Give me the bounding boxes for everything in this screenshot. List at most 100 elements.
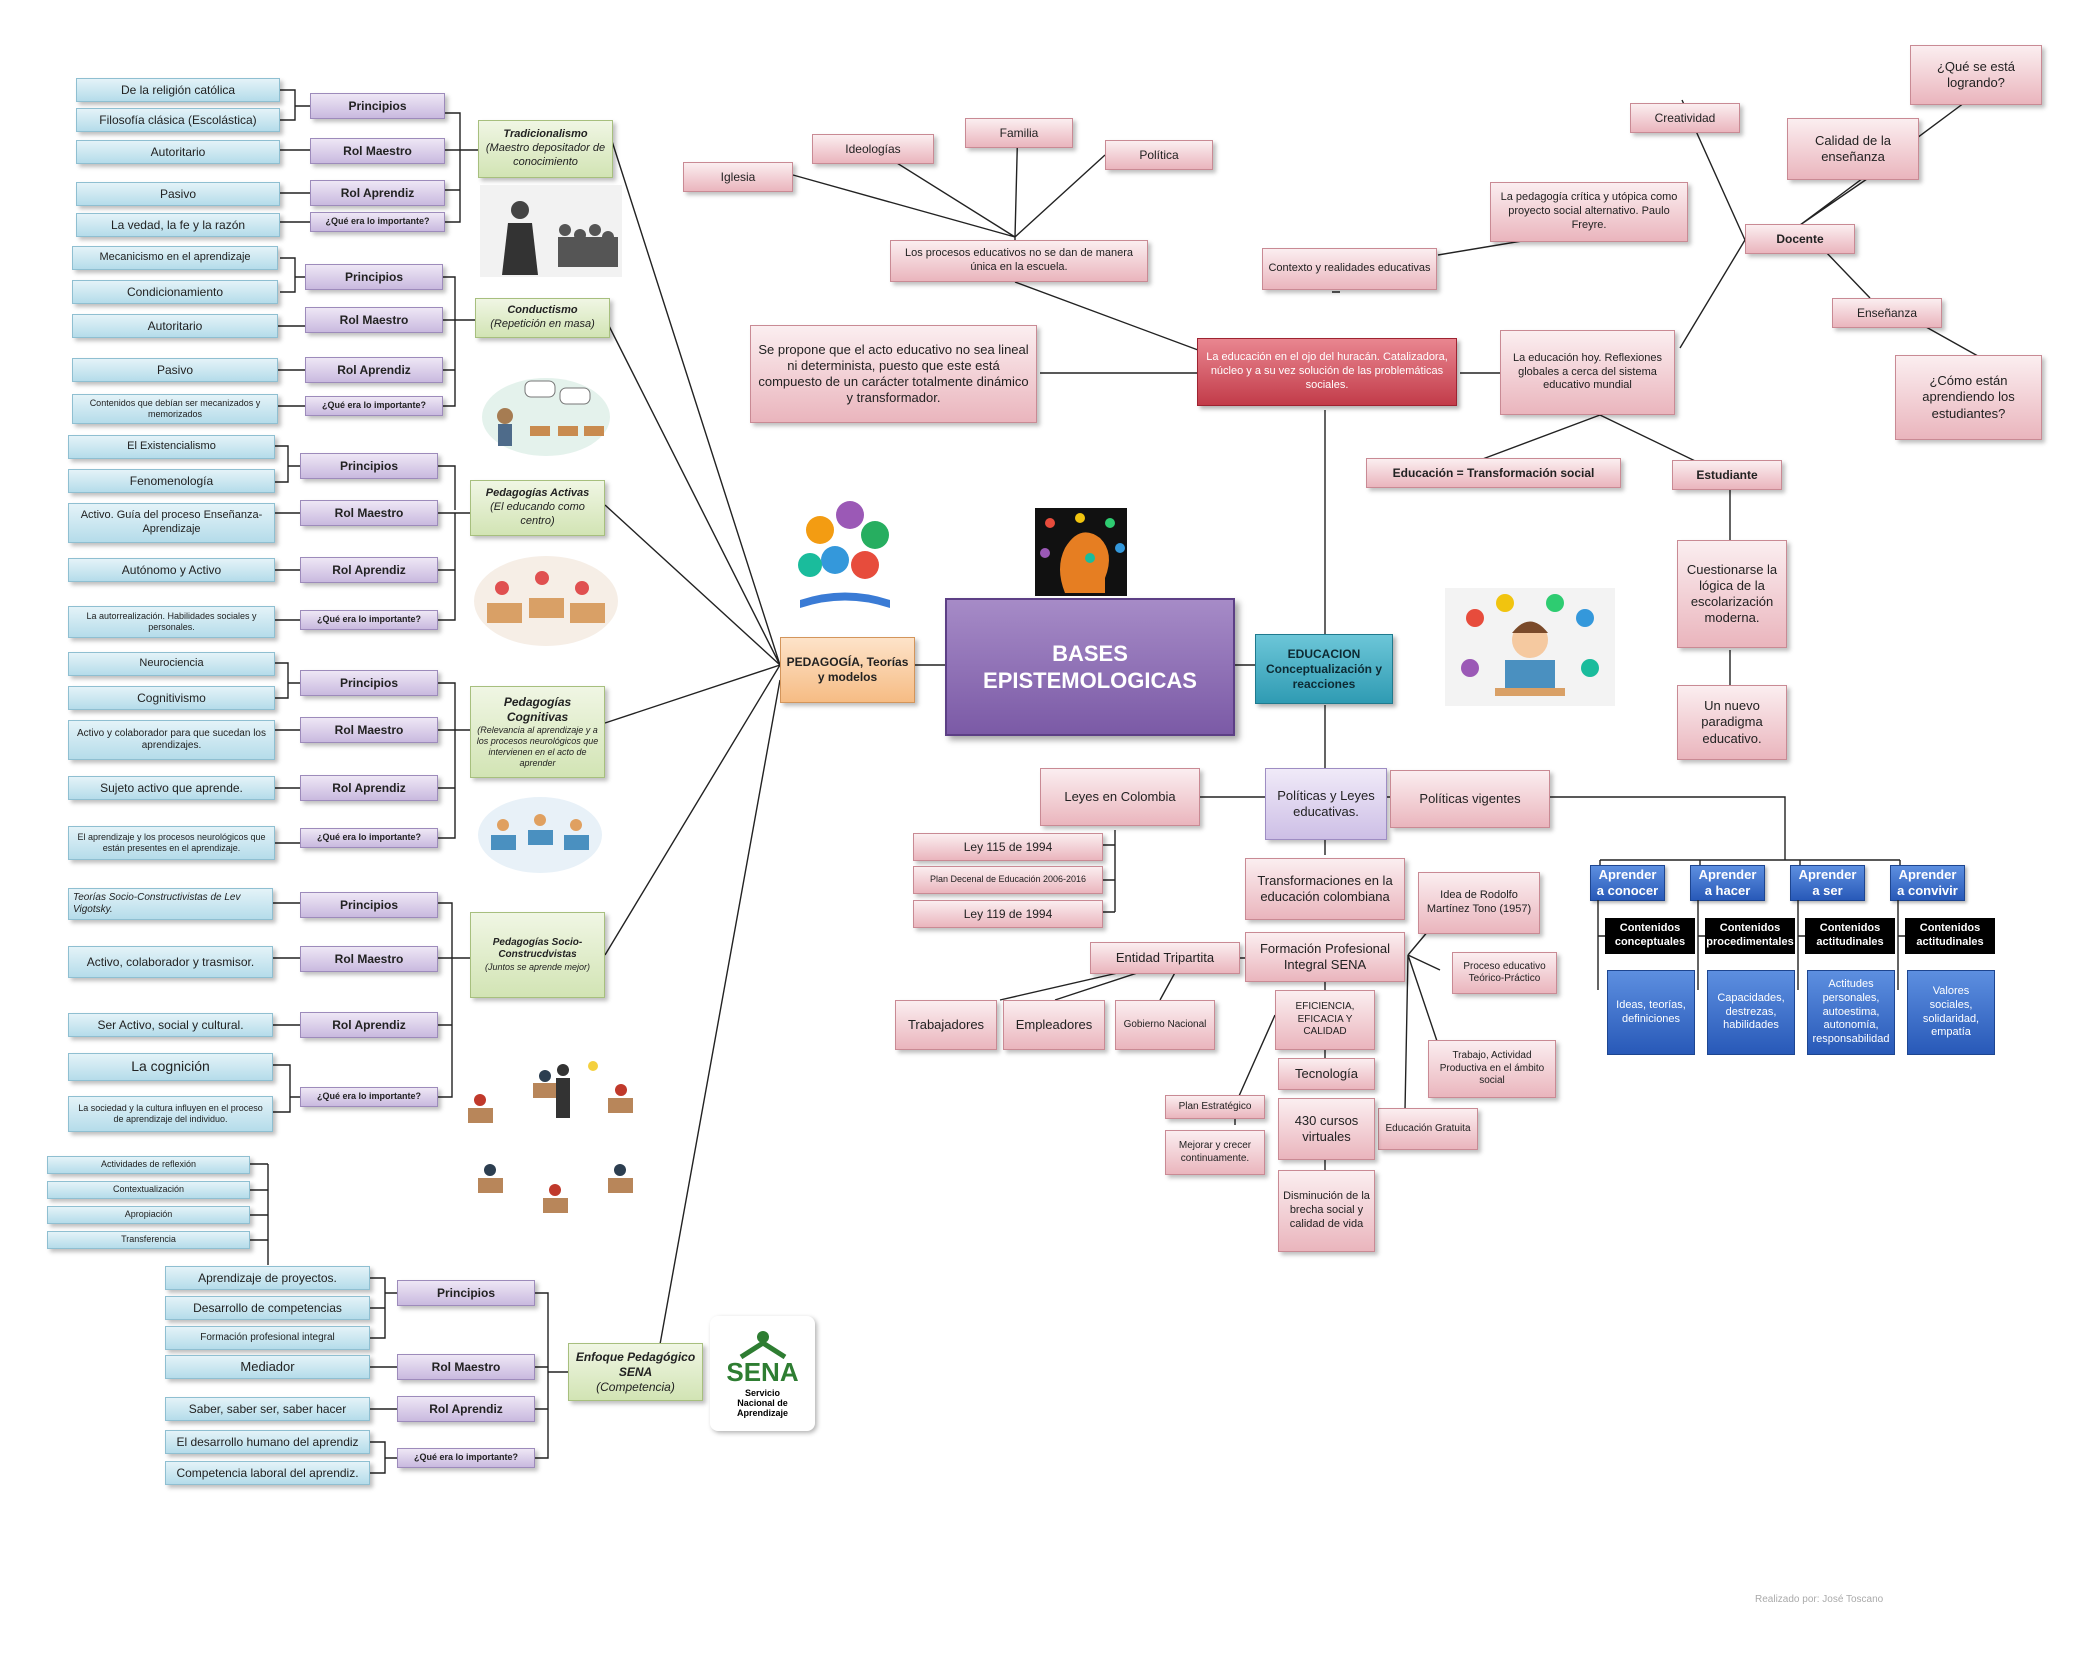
cognitive-classroom-illustration <box>478 797 602 873</box>
soc-principio-1: Teorías Socio-Constructivistas de Lev Vi… <box>68 888 273 920</box>
soc-maestro-value: Activo, colaborador y trasmisor. <box>68 946 273 978</box>
sena-logo-caption: Servicio Nacional de Aprendizaje <box>736 1388 788 1418</box>
sena-principios-label: Principios <box>397 1280 535 1306</box>
pilares-connectors <box>1597 900 1905 990</box>
cuestionarse-node: Cuestionarse la lógica de la escolarizac… <box>1677 540 1787 648</box>
sena-importante-1: El desarrollo humano del aprendiz <box>165 1430 370 1454</box>
politicas-vigentes-node: Políticas vigentes <box>1390 770 1550 828</box>
teacher-lecture-illustration <box>480 185 622 277</box>
transformacion-social-node: Educación = Transformación social <box>1366 458 1621 488</box>
cursos-virtuales-node: 430 cursos virtuales <box>1278 1098 1375 1160</box>
soc-principios-label: Principios <box>300 892 438 918</box>
pilar-4-desc: Valores sociales, solidaridad, empatía <box>1907 970 1995 1055</box>
plan-estrategico-node: Plan Estratégico <box>1165 1095 1265 1119</box>
pilar-1-title: Aprender a conocer <box>1590 865 1665 901</box>
author-credit: Realizado por: José Toscano <box>1755 1594 1884 1605</box>
familia-node: Familia <box>965 118 1073 148</box>
brecha-social-node: Disminución de la brecha social y calida… <box>1278 1170 1375 1252</box>
pilar-1-desc: Ideas, teorías, definiciones <box>1607 970 1695 1055</box>
trad-principio-2: Filosofía clásica (Escolástica) <box>76 108 280 132</box>
calidad-ensenanza-node: Calidad de la enseñanza <box>1787 118 1919 180</box>
cond-principio-1: Mecanicismo en el aprendizaje <box>72 246 278 270</box>
trad-importante-label: ¿Qué era lo importante? <box>310 212 445 232</box>
trad-principios-label: Principios <box>310 93 445 119</box>
teorico-practico-node: Proceso educativo Teórico-Práctico <box>1452 952 1557 994</box>
act-node: Pedagogías Activas (El educando como cen… <box>470 480 605 536</box>
pilar-1-type: Contenidos conceptuales <box>1605 918 1695 954</box>
leyes-colombia-node: Leyes en Colombia <box>1040 768 1200 826</box>
sena-title: Enfoque Pedagógico SENA <box>575 1349 696 1379</box>
soc-sub: (Juntos se aprende mejor) <box>484 961 591 972</box>
cond-title: Conductismo <box>507 304 578 317</box>
cog-maestro-value: Activo y colaborador para que sucedan lo… <box>68 720 275 760</box>
brain-head-illustration <box>1035 508 1127 596</box>
soc-importante-1: La cognición <box>68 1053 273 1081</box>
procesos-node: Los procesos educativos no se dan de man… <box>890 240 1148 282</box>
ideologias-node: Ideologías <box>812 134 934 164</box>
cog-importante-label: ¿Qué era lo importante? <box>300 828 438 848</box>
pilar-3-type: Contenidos actitudinales <box>1805 918 1895 954</box>
classroom-illustration <box>482 378 610 456</box>
sena-reflexion-1: Actividades de reflexión <box>47 1156 250 1174</box>
ley-119-node: Ley 119 de 1994 <box>913 900 1103 928</box>
pilar-2-title: Aprender a hacer <box>1690 865 1765 901</box>
sena-reflexion-2: Contextualización <box>47 1181 250 1199</box>
cog-title: Pedagogías Cognitivas <box>503 694 572 724</box>
sena-reflexion-4: Transferencia <box>47 1231 250 1249</box>
cog-node: Pedagogías Cognitivas (Relevancia al apr… <box>470 686 605 778</box>
estudiante-node: Estudiante <box>1672 460 1782 490</box>
cog-importante-value: El aprendizaje y los procesos neurológic… <box>68 826 275 860</box>
act-maestro-value: Activo. Guía del proceso Enseñanza-Apren… <box>68 503 275 543</box>
gobierno-nacional-node: Gobierno Nacional <box>1115 1000 1215 1050</box>
trabajadores-node: Trabajadores <box>895 1000 997 1050</box>
trad-aprendiz-value: Pasivo <box>76 182 280 206</box>
sena-principio-3: Formación profesional integral <box>165 1326 370 1350</box>
soc-aprendiz-value: Ser Activo, social y cultural. <box>68 1013 273 1037</box>
plan-decenal-node: Plan Decenal de Educación 2006-2016 <box>913 866 1103 894</box>
cond-rol-maestro: Rol Maestro <box>305 307 443 333</box>
trad-title: Tradicionalismo <box>503 128 588 141</box>
sena-rol-aprendiz: Rol Aprendiz <box>397 1396 535 1422</box>
sena-aprendiz-value: Saber, saber ser, saber hacer <box>165 1397 370 1421</box>
act-rol-aprendiz: Rol Aprendiz <box>300 557 438 583</box>
cond-maestro-value: Autoritario <box>72 314 278 338</box>
entidad-tripartita-node: Entidad Tripartita <box>1090 942 1240 974</box>
cog-principio-1: Neurociencia <box>68 652 275 676</box>
sena-sub: (Competencia) <box>596 1379 675 1394</box>
act-aprendiz-value: Autónomo y Activo <box>68 558 275 582</box>
eficiencia-node: EFICIENCIA, EFICACIA Y CALIDAD <box>1275 990 1375 1050</box>
cond-aprendiz-value: Pasivo <box>72 358 278 382</box>
pilar-3-desc: Actitudes personales, autoestima, autono… <box>1807 970 1895 1055</box>
cog-sub: (Relevancia al aprendizaje y a los proce… <box>476 724 599 769</box>
sena-logo: SENA Servicio Nacional de Aprendizaje <box>710 1316 815 1431</box>
sena-maestro-value: Mediador <box>165 1355 370 1379</box>
educacion-node: EDUCACION Conceptualización y reacciones <box>1255 634 1393 704</box>
pilar-4-type: Contenidos actitudinales <box>1905 918 1995 954</box>
cond-sub: (Repetición en masa) <box>490 318 595 330</box>
huracan-node: La educación en el ojo del huracán. Cata… <box>1197 338 1457 406</box>
cog-principio-2: Cognitivismo <box>68 686 275 710</box>
student-icons-illustration <box>1445 588 1615 706</box>
cond-importante-label: ¿Qué era lo importante? <box>305 396 443 416</box>
soc-importante-2: La sociedad y la cultura influyen en el … <box>68 1096 273 1132</box>
ensenanza-node: Enseñanza <box>1832 298 1942 328</box>
trad-sub: (Maestro depositador de conocimiento <box>485 142 606 168</box>
tecnologia-node: Tecnología <box>1278 1058 1375 1090</box>
act-title: Pedagogías Activas <box>485 487 590 500</box>
ley-115-node: Ley 115 de 1994 <box>913 833 1103 861</box>
trad-principio-1: De la religión católica <box>76 78 280 102</box>
mejorar-crecer-node: Mejorar y crecer continuamente. <box>1165 1130 1265 1175</box>
transformaciones-colombia-node: Transformaciones en la educación colombi… <box>1245 858 1405 920</box>
act-principio-1: El Existencialismo <box>68 435 275 459</box>
politicas-leyes-node: Políticas y Leyes educativas. <box>1265 768 1387 840</box>
propone-node: Se propone que el acto educativo no sea … <box>750 325 1037 423</box>
trad-importante-value: La vedad, la fe y la razón <box>76 213 280 237</box>
sena-principio-1: Aprendizaje de proyectos. <box>165 1266 370 1290</box>
contexto-node: Contexto y realidades educativas <box>1262 248 1437 290</box>
cond-importante-value: Contenidos que debían ser mecanizados y … <box>72 394 278 424</box>
act-principio-2: Fenomenología <box>68 469 275 493</box>
empleadores-node: Empleadores <box>1003 1000 1105 1050</box>
fpi-sena-node: Formación Profesional Integral SENA <box>1245 932 1405 982</box>
sena-rol-maestro: Rol Maestro <box>397 1354 535 1380</box>
cog-rol-maestro: Rol Maestro <box>300 717 438 743</box>
